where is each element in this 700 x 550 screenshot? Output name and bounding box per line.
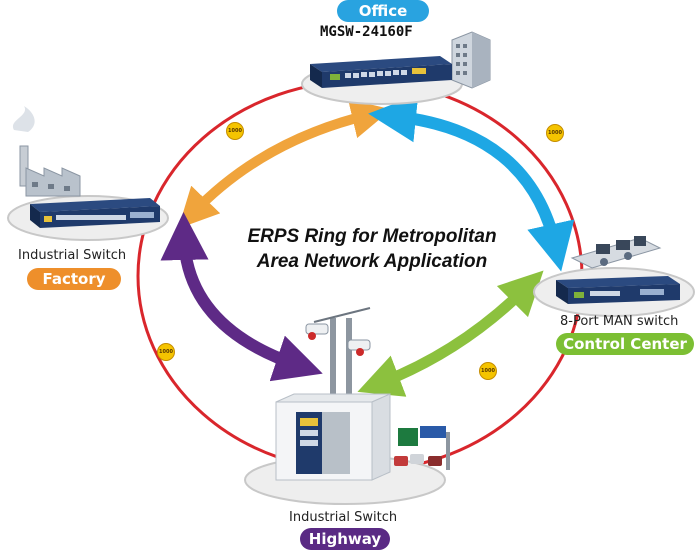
office-switch-icon xyxy=(310,56,452,88)
car-icon xyxy=(394,454,442,466)
control-room-icon xyxy=(570,236,662,269)
factory-badge: Factory xyxy=(27,268,121,290)
factory-building-icon xyxy=(12,106,81,197)
office-badge: Office xyxy=(337,0,429,22)
control-node xyxy=(533,236,695,317)
link-speed-badge: 1000 xyxy=(546,124,564,142)
link-speed-badge: 1000 xyxy=(157,343,175,361)
office-building-icon xyxy=(451,31,491,89)
link-speed-badge: 1000 xyxy=(226,122,244,140)
arrow-factory-highway xyxy=(160,212,323,382)
link-speed-badge: 1000 xyxy=(479,362,497,380)
office-model-label: MGSW-24160F xyxy=(320,24,413,40)
diagram-title-line1: ERPS Ring for Metropolitan xyxy=(247,226,497,247)
control-caption: 8-Port MAN switch xyxy=(560,314,679,329)
highway-node xyxy=(244,307,450,505)
highway-caption: Industrial Switch xyxy=(289,510,398,525)
arrow-office-factory xyxy=(178,99,392,229)
control-switch-icon xyxy=(556,276,680,304)
arrow-office-control xyxy=(368,94,575,272)
camera-pole-icon xyxy=(313,307,371,408)
highway-switch-icon xyxy=(296,412,350,474)
factory-node xyxy=(7,106,169,241)
control-badge: Control Center xyxy=(556,333,694,355)
highway-badge: Highway xyxy=(300,528,390,550)
road-sign-icon xyxy=(398,426,450,470)
arrow-control-highway xyxy=(357,270,544,397)
diagram-title-line2: Area Network Application xyxy=(256,251,488,272)
factory-switch-icon xyxy=(30,198,160,228)
factory-caption: Industrial Switch xyxy=(18,248,127,263)
security-camera-icon xyxy=(305,323,371,356)
office-node xyxy=(301,31,491,105)
